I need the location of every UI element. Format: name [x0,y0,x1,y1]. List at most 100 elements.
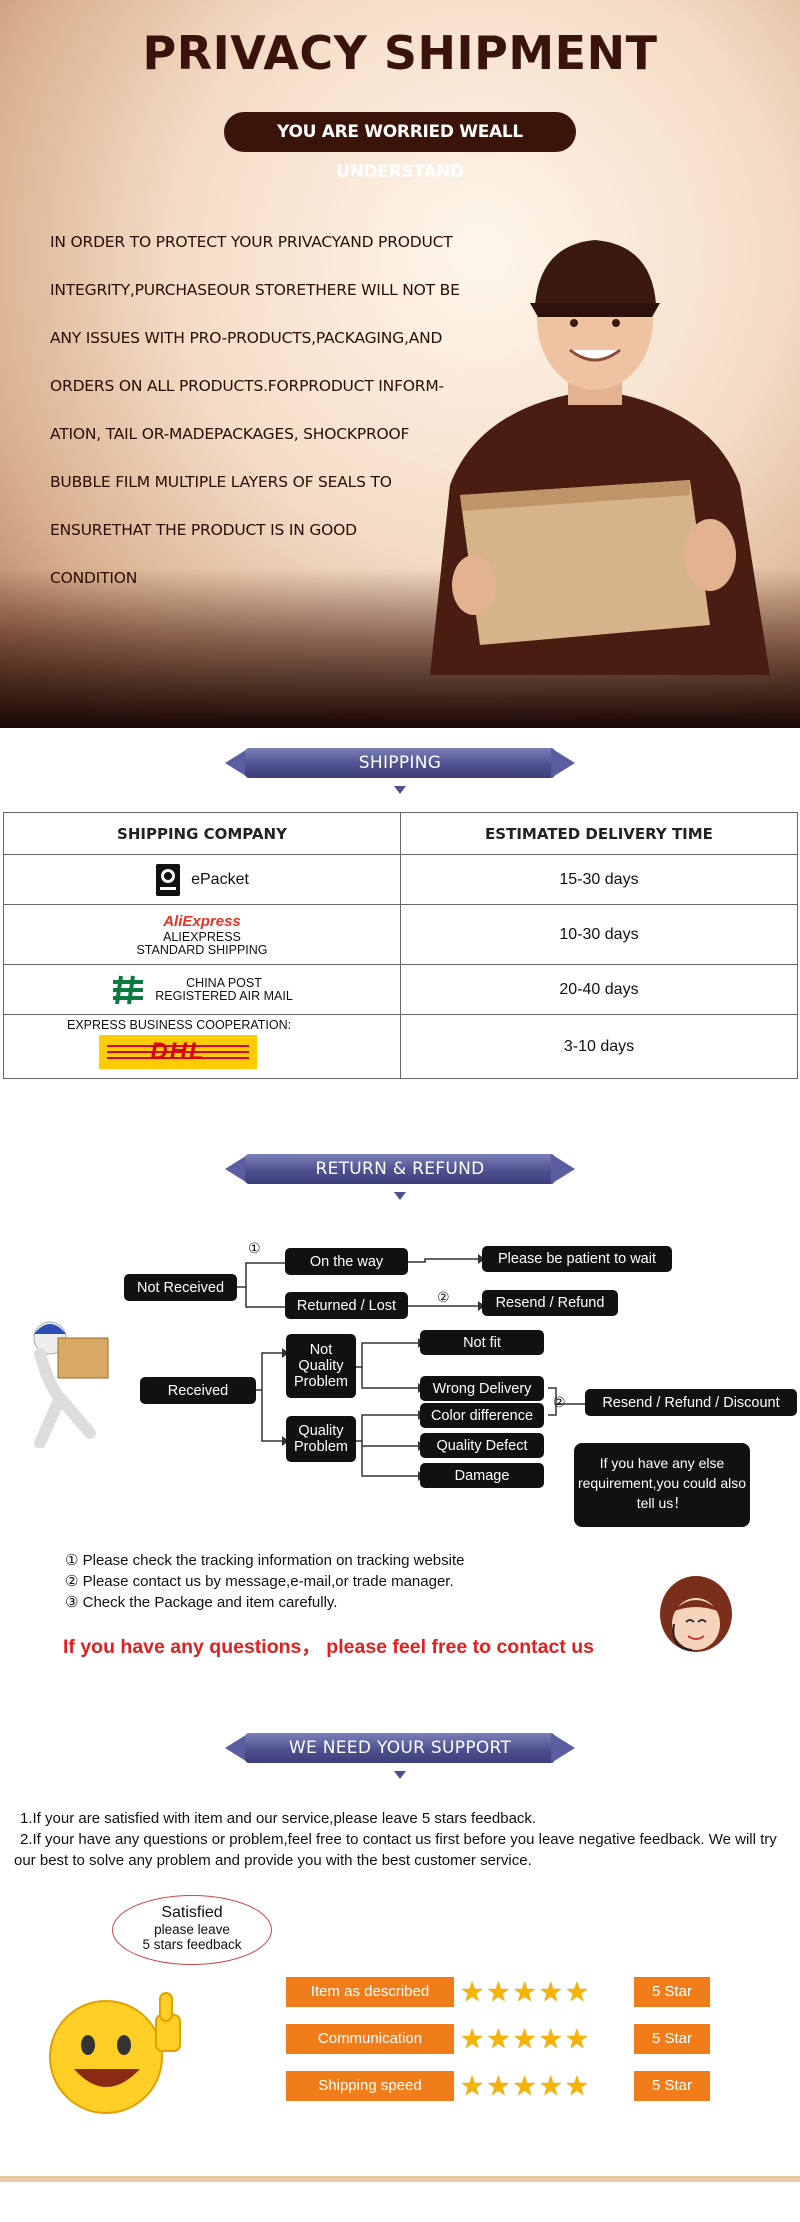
step-number: ① [248,1240,261,1256]
hero-line: ENSURETHAT THE PRODUCT IS IN GOOD [50,521,357,539]
aliexpress-logo: AliExpress [163,912,241,930]
star-icon: ★ [512,1977,537,2007]
support-text: 1.If your are satisfied with item and ou… [14,1808,794,1871]
courier-figure-icon [33,1321,109,1448]
hero-description: IN ORDER TO PROTECT YOUR PRIVACYAND PROD… [50,230,500,614]
chevron-down-icon [394,1192,406,1200]
rating-value: 5 Star [634,2071,710,2101]
ribbon-body [245,748,555,778]
step-number: ② [437,1289,450,1305]
rating-value: 5 Star [634,2024,710,2054]
rating-value: 5 Star [634,1977,710,2007]
shipping-heading: SHIPPING [358,753,442,773]
star-icon: ★ [564,2024,590,2054]
star-icon: ★ [538,1977,563,2007]
quality-defect-box: Quality Defect [420,1433,544,1458]
table-row: EXPRESS BUSINESS COOPERATION: DHL 3-10 d… [3,1014,798,1079]
star-icon: ★ [512,2024,537,2054]
wrong-delivery-box: Wrong Delivery [420,1376,544,1401]
shipping-table: SHIPPING COMPANY ESTIMATED DELIVERY TIME… [3,812,798,1079]
company-name: ALIEXPRESS [163,929,241,944]
chevron-down-icon [394,1771,406,1779]
bubble-title: Satisfied [161,1904,223,1921]
star-icon: ★ [512,2071,537,2101]
table-row: AliExpress ALIEXPRESS STANDARD SHIPPING … [3,904,798,965]
star-rating: ★★★★★ [460,1977,589,2007]
on-the-way-box: On the way [285,1248,408,1275]
privacy-hero: PRIVACY SHIPMENT YOU ARE WORRIED WEALL U… [0,0,800,728]
table-row: ePacket 15-30 days [3,854,798,905]
support-point-1: 1.If your are satisfied with item and ou… [20,1810,537,1827]
hero-line: IN ORDER TO PROTECT YOUR PRIVACYAND PROD… [50,233,453,251]
company-cell: EXPRESS BUSINESS COOPERATION: DHL [3,1014,401,1079]
note-line: ① Please check the tracking information … [65,1552,465,1569]
contact-message: If you have any questions， please feel f… [63,1636,594,1658]
ribbon-right-wing [551,1733,575,1763]
support-header: WE NEED YOUR SUPPORT [225,1733,575,1779]
bubble-line: please leave [154,1922,230,1937]
star-icon: ★ [564,2071,590,2101]
not-received-box: Not Received [124,1274,237,1301]
star-icon: ★ [460,2024,485,2054]
refund-notes: ① Please check the tracking information … [65,1550,464,1613]
star-icon: ★ [564,1977,590,2007]
company-name-2: REGISTERED AIR MAIL [155,988,293,1003]
received-box: Received [140,1377,256,1404]
company-name: CHINA POST [186,975,262,990]
bubble-line: 5 stars feedback [142,1937,242,1952]
ribbon-right-wing [551,1154,575,1184]
star-rating: ★★★★★ [460,2024,589,2054]
else-requirement-box: If you have any else requirement,you cou… [574,1443,750,1527]
returned-lost-box: Returned / Lost [285,1292,408,1319]
table-header-row: SHIPPING COMPANY ESTIMATED DELIVERY TIME [3,812,798,855]
company-cell: CHINA POST REGISTERED AIR MAIL [3,964,401,1015]
company-name: EXPRESS BUSINESS COOPERATION: [67,1018,292,1032]
step-number: ② [553,1394,566,1410]
rating-label: Communication [286,2024,454,2054]
star-icon: ★ [460,2071,485,2101]
delivery-time: 10-30 days [400,904,798,965]
star-rating: ★★★★★ [460,2071,589,2101]
hero-title: PRIVACY SHIPMENT [142,26,658,80]
delivery-time: 20-40 days [400,964,798,1015]
resend-refund-box: Resend / Refund [482,1290,618,1316]
delivery-time: 3-10 days [400,1014,798,1079]
note-line: ③ Check the Package and item carefully. [65,1594,338,1611]
not-quality-box: Not Quality Problem [286,1334,356,1398]
feedback-speech-bubble: Satisfied please leave 5 stars feedback [112,1895,272,1965]
step-number: ③ [242,1380,255,1396]
dhl-logo-text: DHL [150,1038,206,1065]
be-patient-box: Please be patient to wait [482,1246,672,1272]
hero-line: ANY ISSUES WITH PRO-PRODUCTS,PACKAGING,A… [50,329,443,347]
company-name-2: STANDARD SHIPPING [136,942,268,957]
rating-label: Item as described [286,1977,454,2007]
resend-refund-discount-box: Resend / Refund / Discount [585,1389,797,1416]
thumbs-up-smiley-icon [49,1992,181,2114]
quality-box: Quality Problem [286,1416,356,1462]
star-icon: ★ [538,2071,563,2101]
star-icon: ★ [486,2071,511,2101]
chevron-down-icon [394,786,406,794]
shipping-header: SHIPPING [225,748,575,794]
support-point-2: 2.If your have any questions or problem,… [14,1831,777,1869]
ribbon-body [245,1154,555,1184]
color-difference-box: Color difference [420,1403,544,1428]
damage-box: Damage [420,1463,544,1488]
company-name: ePacket [191,870,249,888]
star-icon: ★ [460,1977,485,2007]
hero-line: ORDERS ON ALL PRODUCTS.FORPRODUCT INFORM… [50,377,444,395]
star-icon: ★ [538,2024,563,2054]
china-post-icon [113,975,144,1004]
refund-heading: RETURN & REFUND [315,1159,485,1179]
refund-header: RETURN & REFUND [225,1154,575,1200]
epacket-icon [156,863,181,896]
col-header-time: ESTIMATED DELIVERY TIME [400,812,798,855]
delivery-man-illustration [430,240,770,675]
hero-line: BUBBLE FILM MULTIPLE LAYERS OF SEALS TO [50,473,392,491]
dhl-logo: DHL [99,1035,257,1069]
support-heading: WE NEED YOUR SUPPORT [288,1738,512,1758]
star-icon: ★ [486,2024,511,2054]
footer-divider [0,2176,800,2182]
hero-subtitle-pill: YOU ARE WORRIED WEALL UNDERSTAND [224,112,576,182]
note-line: ② Please contact us by message,e-mail,or… [65,1573,454,1590]
